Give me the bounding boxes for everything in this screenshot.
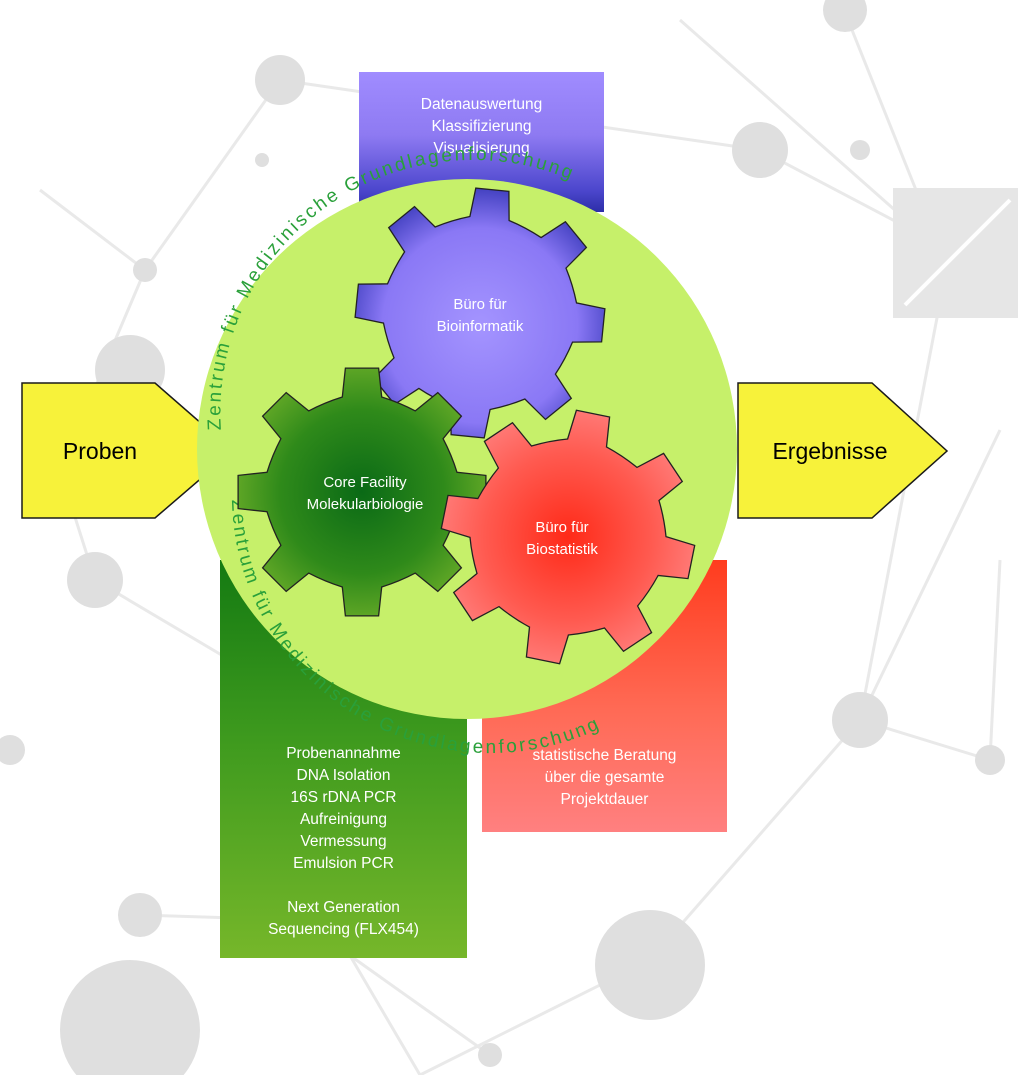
gear-bioinformatik-label-1: Büro für [453,296,506,313]
gear-molekularbiologie-label-2: Molekularbiologie [307,496,424,513]
service-dna-isolation: DNA Isolation [296,767,391,784]
input-arrow-label: Proben [63,438,137,464]
gear-bioinformatik [354,187,606,439]
service-klassifizierung: Klassifizierung [431,118,532,135]
gear-bioinformatik-label-2: Bioinformatik [437,318,524,335]
gear-biostatistik-label-2: Biostatistik [526,541,598,558]
service-sequencing-flx454: Sequencing (FLX454) [268,921,419,938]
output-arrow [737,382,949,519]
service-next-generation: Next Generation [287,899,400,916]
service-emulsion-pcr: Emulsion PCR [293,855,394,872]
service-visualisierung: Visualisierung [433,140,530,157]
service-vermessung: Vermessung [300,833,387,850]
gear-molekularbiologie [237,367,487,617]
service-projektdauer: Projektdauer [560,791,649,808]
gear-biostatistik [440,409,696,665]
service-aufreinigung: Aufreinigung [299,811,388,828]
service-16s-rdna-pcr: 16S rDNA PCR [290,789,397,806]
output-arrow-label: Ergebnisse [772,438,887,464]
gear-molekularbiologie-label-1: Core Facility [323,474,407,491]
service-datenauswertung: Datenauswertung [420,96,543,113]
service-ueber-die-gesamte: über die gesamte [544,769,665,786]
service-statistische-beratung: statistische Beratung [532,747,677,764]
service-probenannahme: Probenannahme [286,745,401,762]
input-arrow [21,382,235,519]
gear-biostatistik-label-1: Büro für [535,519,588,536]
